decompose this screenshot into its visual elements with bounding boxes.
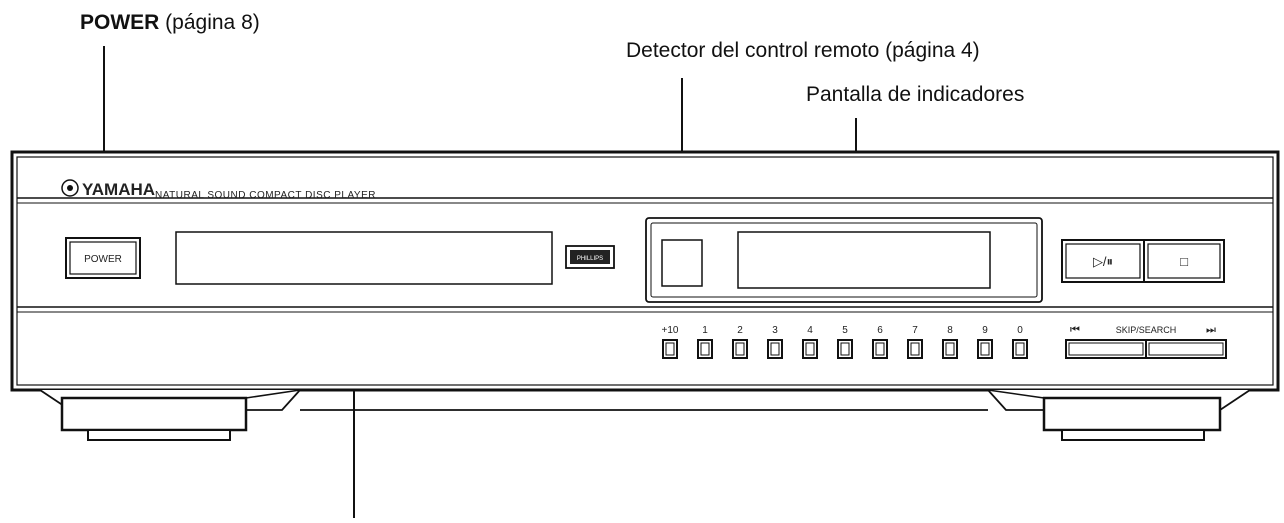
numeric-key-label: 8 [947,325,953,336]
power-button[interactable]: POWER [65,237,141,279]
numeric-key-label: 6 [877,325,883,336]
numeric-key-face [910,342,920,356]
left-foot [60,396,248,432]
numeric-key-face [980,342,990,356]
play-pause-button[interactable]: ▷/⏸ [1065,243,1141,279]
stop-icon: □ [1180,254,1188,269]
brand-name: YAMAHA [82,180,155,199]
digital-audio-badge: PHILLIPS [565,245,615,269]
indicator-display-callout: Pantalla de indicadores [806,83,1025,106]
yamaha-logo-icon [61,179,79,197]
power-button-label: POWER [84,254,122,265]
numeric-key-face [1015,342,1025,356]
numeric-key-face [770,342,780,356]
skip-forward-icon: ⏭ [1206,324,1216,336]
badge-label: PHILLIPS [577,256,603,262]
skip-forward-button[interactable] [1148,342,1224,356]
display-window [645,217,1043,303]
power-callout-bold: POWER [80,11,160,34]
power-callout-rest: (página 8) [159,11,260,34]
right-foot [1042,396,1222,432]
base [39,389,1251,441]
numeric-key-face [805,342,815,356]
numeric-key-label: 4 [807,325,813,336]
stop-button[interactable]: □ [1147,243,1221,279]
numeric-key-face [700,342,710,356]
skip-search-label: SKIP/SEARCH [1116,325,1177,335]
numeric-key-label: 3 [772,325,778,336]
numeric-key-face [735,342,745,356]
numeric-key-label: 2 [737,325,743,336]
numeric-key-face [945,342,955,356]
numeric-key-face [875,342,885,356]
power-callout: POWER (página 8) [80,12,260,33]
skip-back-button[interactable] [1068,342,1144,356]
indicator-display [737,231,991,289]
numeric-key-face [840,342,850,356]
numeric-key-label: 9 [982,325,988,336]
numeric-key-label: 1 [702,325,708,336]
numeric-key-label: 0 [1017,325,1023,336]
numeric-key-face [665,342,675,356]
play-pause-icon: ▷/⏸ [1093,254,1113,269]
remote-detector-callout: Detector del control remoto (página 4) [626,39,980,62]
numeric-keypad: +10 1 2 3 4 5 6 7 8 9 0 [662,325,1028,359]
numeric-key-label: 7 [912,325,918,336]
disc-tray[interactable] [175,231,553,285]
skip-back-icon: ⏮ [1070,324,1080,336]
remote-sensor-window [661,239,703,287]
numeric-key-label: +10 [662,325,679,336]
model-description: NATURAL SOUND COMPACT DISC PLAYER [155,190,376,201]
numeric-key-label: 5 [842,325,848,336]
